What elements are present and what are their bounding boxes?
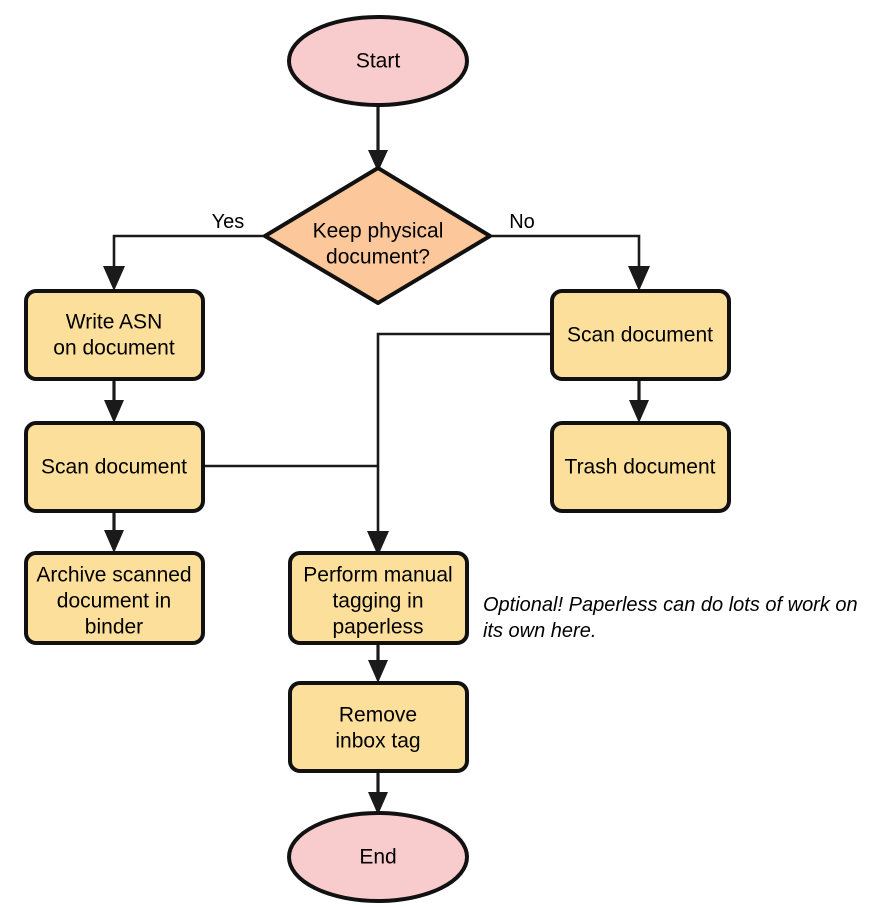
node-end[interactable]: End [287, 811, 469, 903]
annotation-line2: its own here. [483, 620, 596, 642]
annotation-note: Optional! Paperless can do lots of work … [483, 594, 858, 642]
node-write-asn-label-line2: on document [53, 337, 175, 360]
edge-start-to-decision [368, 103, 388, 172]
edge-tagging-to-remove-inbox [368, 643, 388, 683]
node-scan-document-left[interactable]: Scan document [24, 421, 205, 513]
node-archive-label-line3: binder [85, 616, 143, 639]
node-archive-label-line2: document in [57, 590, 171, 613]
node-scan-document-right[interactable]: Scan document [550, 289, 731, 381]
node-archive-scanned-document[interactable]: Archive scanned document in binder [24, 551, 205, 645]
node-tagging-label-line2: tagging in [332, 590, 423, 613]
node-tagging-label-line1: Perform manual [303, 564, 452, 587]
node-remove-inbox-tag[interactable]: Remove inbox tag [288, 681, 469, 773]
edge-decision-no-to-scan-right [490, 234, 650, 291]
node-archive-label-line1: Archive scanned [36, 564, 191, 587]
node-decision-keep-physical-document[interactable]: Keep physical document? [263, 166, 492, 305]
node-trash-document[interactable]: Trash document [550, 421, 731, 513]
node-remove-inbox-label-line2: inbox tag [335, 730, 420, 753]
edge-remove-inbox-to-end [368, 771, 388, 815]
edge-scan-left-to-archive [104, 511, 124, 553]
node-decision-label-line2: document? [326, 246, 430, 269]
edge-write-asn-to-scan-left [104, 379, 124, 423]
edge-label-yes: Yes [212, 211, 245, 233]
node-decision-label-line1: Keep physical [313, 220, 444, 243]
edge-decision-yes-to-write-asn [103, 234, 265, 291]
node-perform-manual-tagging[interactable]: Perform manual tagging in paperless [288, 551, 469, 645]
annotation-line1: Optional! Paperless can do lots of work … [483, 594, 858, 616]
node-tagging-label-line3: paperless [332, 616, 423, 639]
node-write-asn-label-line1: Write ASN [66, 311, 162, 334]
node-scan-document-right-label: Scan document [567, 324, 713, 347]
node-scan-document-left-label: Scan document [41, 456, 187, 479]
edge-scan-right-to-merge-trunk [367, 332, 552, 556]
edge-label-no: No [509, 211, 535, 233]
node-trash-document-label: Trash document [565, 456, 716, 479]
node-remove-inbox-label-line1: Remove [339, 704, 417, 727]
edge-scan-right-to-trash [629, 379, 649, 423]
node-write-asn-on-document[interactable]: Write ASN on document [24, 289, 205, 381]
node-end-label: End [359, 846, 396, 869]
node-start[interactable]: Start [287, 15, 469, 107]
node-start-label: Start [356, 50, 401, 73]
